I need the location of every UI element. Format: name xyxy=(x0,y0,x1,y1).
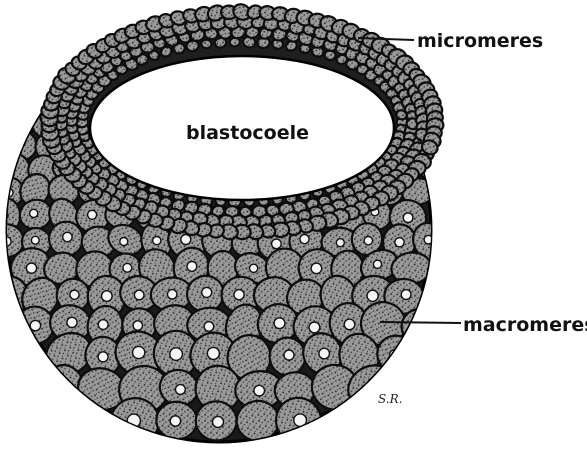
cell-nucleus xyxy=(88,210,97,219)
cell-nucleus xyxy=(254,385,265,396)
cell-nucleus xyxy=(367,290,378,301)
cell-nucleus xyxy=(401,290,411,300)
cell-nucleus xyxy=(344,319,355,330)
cell-nucleus xyxy=(202,287,212,297)
cell-nucleus xyxy=(187,262,197,272)
cell-nucleus xyxy=(61,385,72,396)
cell-nucleus xyxy=(403,213,413,223)
cell-nucleus xyxy=(181,235,191,245)
cell-nucleus xyxy=(319,348,330,359)
cell-nucleus xyxy=(102,291,113,302)
cell-nucleus xyxy=(207,347,219,359)
cell-nucleus xyxy=(31,236,39,244)
cell-nucleus xyxy=(309,322,320,333)
label-blastocoele: blastocoele xyxy=(186,122,309,144)
cell-nucleus xyxy=(272,239,282,249)
label-micromeres: micromeres xyxy=(417,30,543,52)
cell-nucleus xyxy=(2,292,13,303)
cell-nucleus xyxy=(234,290,244,300)
cell-nucleus xyxy=(176,385,186,395)
cell-nucleus xyxy=(373,260,381,268)
cell-nucleus xyxy=(364,237,372,245)
cell-nucleus xyxy=(98,320,108,330)
cell-nucleus xyxy=(123,263,132,272)
cell-nucleus xyxy=(250,264,258,272)
cell-nucleus xyxy=(120,238,128,246)
cell-nucleus xyxy=(300,235,309,244)
cell-nucleus xyxy=(336,239,344,247)
cell-nucleus xyxy=(153,237,161,245)
cell-nucleus xyxy=(213,416,224,427)
artist-signature: S.R. xyxy=(378,392,402,406)
cell-nucleus xyxy=(67,317,77,327)
cell-nucleus xyxy=(395,238,404,247)
cell-nucleus xyxy=(311,263,322,274)
cell-nucleus xyxy=(284,350,294,360)
cell-nucleus xyxy=(134,290,144,300)
cell-nucleus xyxy=(26,263,36,273)
cell xyxy=(201,40,211,49)
cell-nucleus xyxy=(170,348,183,361)
embryo-sphere xyxy=(0,1,453,451)
cell-nucleus xyxy=(274,318,285,329)
cell-nucleus xyxy=(133,346,145,358)
cell-nucleus xyxy=(170,416,180,426)
cell-nucleus xyxy=(70,290,79,299)
label-macromeres: macromeres xyxy=(463,314,587,336)
cell-nucleus xyxy=(133,321,142,330)
cell-nucleus xyxy=(30,209,38,217)
cell-nucleus xyxy=(204,322,214,332)
cell-nucleus xyxy=(63,232,72,241)
cell-nucleus xyxy=(30,320,40,330)
leader-line-macromeres xyxy=(380,322,461,323)
cell-nucleus xyxy=(98,352,108,362)
cell-nucleus xyxy=(168,290,177,299)
